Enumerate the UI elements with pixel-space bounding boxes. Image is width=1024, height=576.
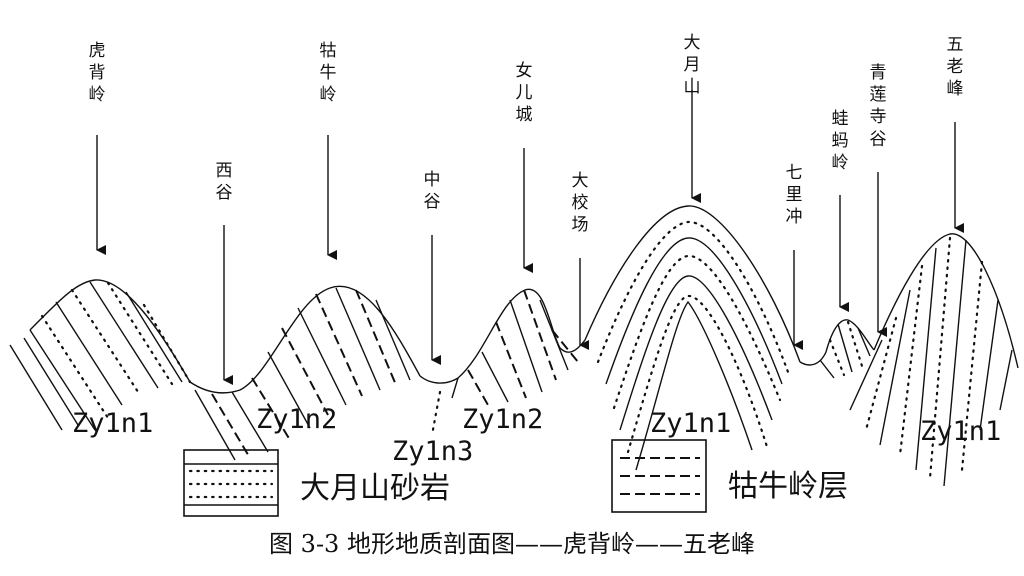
- stratum-line: [915, 247, 937, 471]
- stratum-dots: [70, 288, 142, 397]
- legend-label-sandstone: 大月山砂岩: [300, 471, 450, 506]
- figure-caption: 图 3-3 地形地质剖面图——虎背岭——五老峰: [269, 530, 755, 558]
- section-hamaling: [799, 319, 875, 379]
- label-hubeiling: 虎背岭: [89, 41, 106, 105]
- unit-label: Zy1n2: [462, 404, 543, 435]
- stratum-dashes: [315, 293, 363, 397]
- label-hamaling: 蛙蚂岭: [832, 109, 849, 173]
- unit-label: Zy1n1: [650, 408, 731, 439]
- stratum-dots: [864, 316, 898, 432]
- unit-labels: Zy1n1 Zy1n2 Zy1n3 Zy1n2 Zy1n1 Zy1n1: [72, 404, 1001, 467]
- stratum-dots: [106, 281, 174, 386]
- fold-line: [605, 237, 783, 385]
- fold-dots: [596, 220, 790, 374]
- unit-label: Zy1n2: [256, 404, 337, 435]
- stratum-dashes: [211, 393, 251, 459]
- place-labels: 虎背岭 西谷 牯牛岭 中谷 女儿城 大校场 大月山 七里冲 蛙蚂岭 青莲寺谷 五…: [89, 33, 964, 235]
- label-qinglian: 青莲寺谷: [870, 63, 887, 149]
- label-wulaofeng: 五老峰: [947, 35, 964, 99]
- stratum-line: [819, 359, 835, 379]
- section-wulaofeng: [849, 233, 1019, 487]
- topography-wulaofeng: [873, 233, 1019, 369]
- stratum-line: [857, 327, 871, 357]
- legend-item-sandstone: 大月山砂岩: [183, 449, 450, 517]
- legend-item-shale: 牯牛岭层: [611, 439, 848, 513]
- stratum-line: [231, 391, 269, 453]
- stratum-line: [999, 349, 1013, 411]
- fold-line: [619, 275, 773, 431]
- stratum-dashes: [251, 377, 291, 441]
- stratum-dots: [828, 338, 846, 377]
- unit-label: Zy1n1: [920, 416, 1001, 447]
- stratum-line: [23, 337, 79, 426]
- stratum-line: [481, 351, 509, 403]
- stratum-dots: [960, 260, 984, 472]
- fold-core: [635, 300, 753, 471]
- stratum-dashes: [523, 289, 557, 381]
- label-dajiaochang: 大校场: [572, 171, 589, 235]
- stratum-line: [979, 299, 999, 431]
- stratum-dots: [846, 320, 864, 368]
- section-hubeiling: [9, 279, 192, 431]
- legend-label-shale: 牯牛岭层: [728, 469, 848, 504]
- topography-qilichong-hamaling: [799, 319, 875, 366]
- stratum-dots: [142, 303, 192, 384]
- label-qilichong: 七里冲: [786, 163, 803, 227]
- stratum-dots: [40, 314, 110, 420]
- stratum-line: [943, 239, 967, 487]
- legend: 大月山砂岩 牯牛岭层: [183, 439, 848, 517]
- fold-dots: [612, 254, 782, 410]
- stratum-line: [335, 287, 381, 391]
- stratum-line: [297, 307, 347, 406]
- label-nvercheng: 女儿城: [516, 61, 533, 125]
- stratum-dashes: [467, 369, 489, 406]
- stratum-line: [89, 281, 159, 389]
- stratum-dots: [928, 236, 952, 480]
- stratum-line: [125, 291, 183, 383]
- fold-outer: [584, 205, 801, 363]
- stratum-line: [837, 323, 853, 373]
- stratum-line: [375, 299, 411, 381]
- section-nvercheng: [419, 288, 586, 437]
- topography-hubeiling: [29, 279, 191, 383]
- stratum-line: [9, 344, 63, 431]
- stratum-line: [509, 299, 543, 393]
- section-guniuling: [189, 285, 421, 461]
- legend-swatch-dotted: [183, 449, 279, 517]
- unit-label: Zy1n3: [392, 436, 473, 467]
- stratum-line: [194, 389, 236, 461]
- stratum-line: [29, 329, 96, 431]
- label-zhonggu: 中谷: [424, 170, 441, 212]
- stratum-line: [849, 339, 883, 411]
- stratum-dashes: [281, 327, 329, 416]
- stratum-line: [451, 377, 459, 399]
- unit-label: Zy1n1: [72, 408, 153, 439]
- stratum-dashes: [551, 329, 579, 363]
- stratum-line: [539, 299, 569, 371]
- stratum-line: [879, 289, 911, 446]
- stratum-dashes: [495, 321, 527, 399]
- stratum-dots: [898, 264, 924, 457]
- section-dayueshan: [584, 205, 801, 471]
- label-xigu: 西谷: [216, 161, 233, 203]
- stratum-dots: [430, 390, 442, 437]
- stratum-line: [267, 351, 311, 429]
- location-arrows: [96, 90, 964, 385]
- fold-dots: [626, 294, 770, 454]
- label-dayueshan: 大月山: [684, 33, 701, 97]
- legend-swatch-dashed: [611, 439, 707, 513]
- label-guniuling: 牯牛岭: [320, 41, 337, 105]
- stratum-dashes: [355, 289, 397, 386]
- stratum-line: [55, 301, 123, 406]
